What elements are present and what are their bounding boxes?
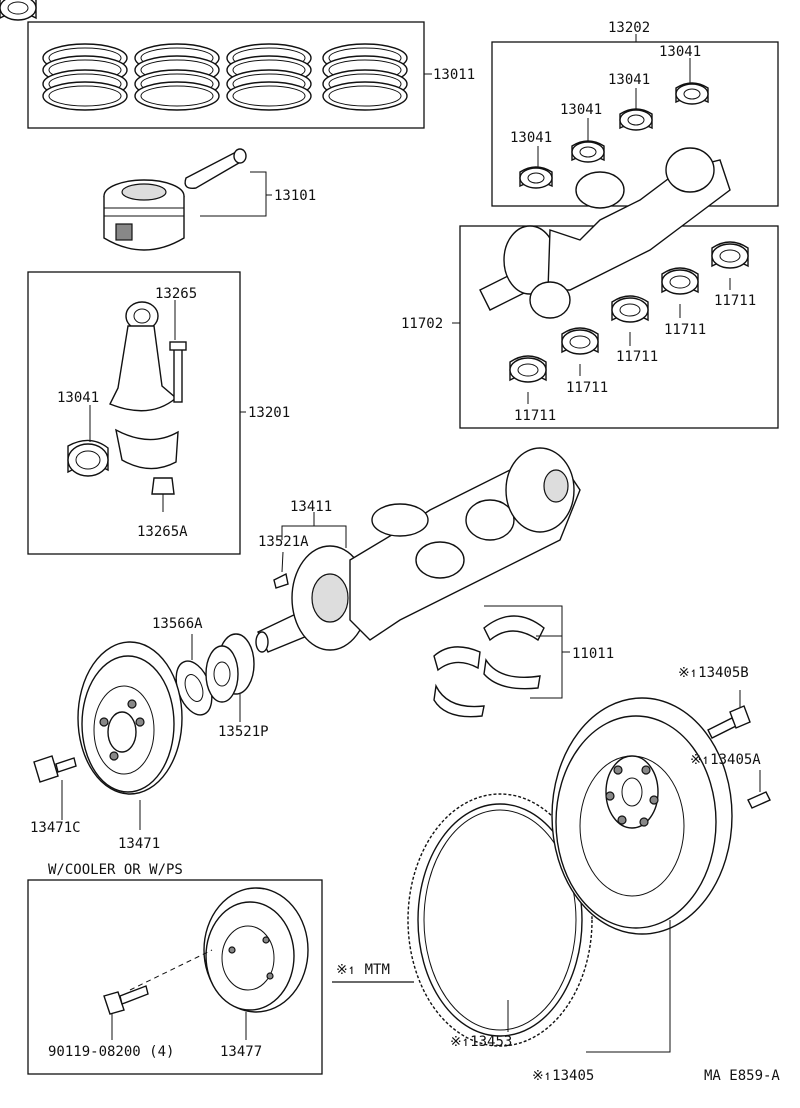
label-11711-c: 11711	[616, 349, 658, 365]
label-13471: 13471	[118, 836, 160, 852]
label-11711-e: 11711	[714, 293, 756, 309]
flywheel-dowel-pin	[747, 791, 771, 809]
main-bearing-shells	[0, 0, 749, 383]
label-11011: 11011	[572, 646, 614, 662]
label-11702: 11702	[401, 316, 443, 332]
cooler-pulley	[203, 887, 309, 1013]
crankshaft	[255, 447, 581, 653]
label-13011: 13011	[433, 67, 475, 83]
flywheel-bolt	[707, 705, 751, 739]
label-13041-b: 13041	[560, 102, 602, 118]
piston-pin	[184, 148, 247, 189]
piston-ring-set	[27, 21, 432, 129]
label-13453: ※↿13453	[450, 1034, 512, 1050]
label-13265a: 13265A	[137, 524, 188, 540]
label-13041-c: 13041	[608, 72, 650, 88]
connecting-rod	[109, 301, 187, 470]
label-13265: 13265	[155, 286, 197, 302]
label-90119: 90119-08200 (4)	[48, 1044, 174, 1060]
crank-key	[273, 572, 289, 589]
label-11711-a: 11711	[514, 408, 556, 424]
label-11711-d: 11711	[664, 322, 706, 338]
label-13521p: 13521P	[218, 724, 269, 740]
crankshaft-ghost	[479, 147, 731, 319]
label-13101: 13101	[274, 188, 316, 204]
label-13521a: 13521A	[258, 534, 309, 550]
label-13477: 13477	[220, 1044, 262, 1060]
ring-gear	[407, 793, 593, 1047]
label-13471c: 13471C	[30, 820, 81, 836]
label-13411: 13411	[290, 499, 332, 515]
flywheel	[551, 697, 733, 935]
pulley-bolt	[33, 755, 77, 783]
crankshaft-pulley	[77, 641, 183, 795]
piston	[103, 179, 185, 251]
label-13201: 13201	[248, 405, 290, 421]
label-13566a: 13566A	[152, 616, 203, 632]
label-13202: 13202	[608, 20, 650, 36]
cooler-bolt	[103, 985, 149, 1015]
cooler-pulley-box	[27, 879, 323, 1075]
label-13041-a: 13041	[510, 130, 552, 146]
thrust-washers	[433, 615, 545, 718]
rod-bearing	[67, 439, 109, 477]
label-13041-d: 13041	[659, 44, 701, 60]
drawing-reference: MA E859-A	[704, 1068, 780, 1084]
label-13041-rod: 13041	[57, 390, 99, 406]
label-11711-b: 11711	[566, 380, 608, 396]
mtm-note: ※↿ MTM	[336, 962, 390, 978]
cooler-note: W/COOLER OR W/PS	[48, 862, 183, 878]
label-13405: ※↿13405	[532, 1068, 594, 1084]
label-13405a: ※↿13405A	[690, 752, 761, 768]
label-13405b: ※↿13405B	[678, 665, 749, 681]
crank-timing-gear	[205, 633, 255, 703]
connecting-rod-box	[27, 271, 246, 555]
rod-nut	[151, 477, 175, 512]
